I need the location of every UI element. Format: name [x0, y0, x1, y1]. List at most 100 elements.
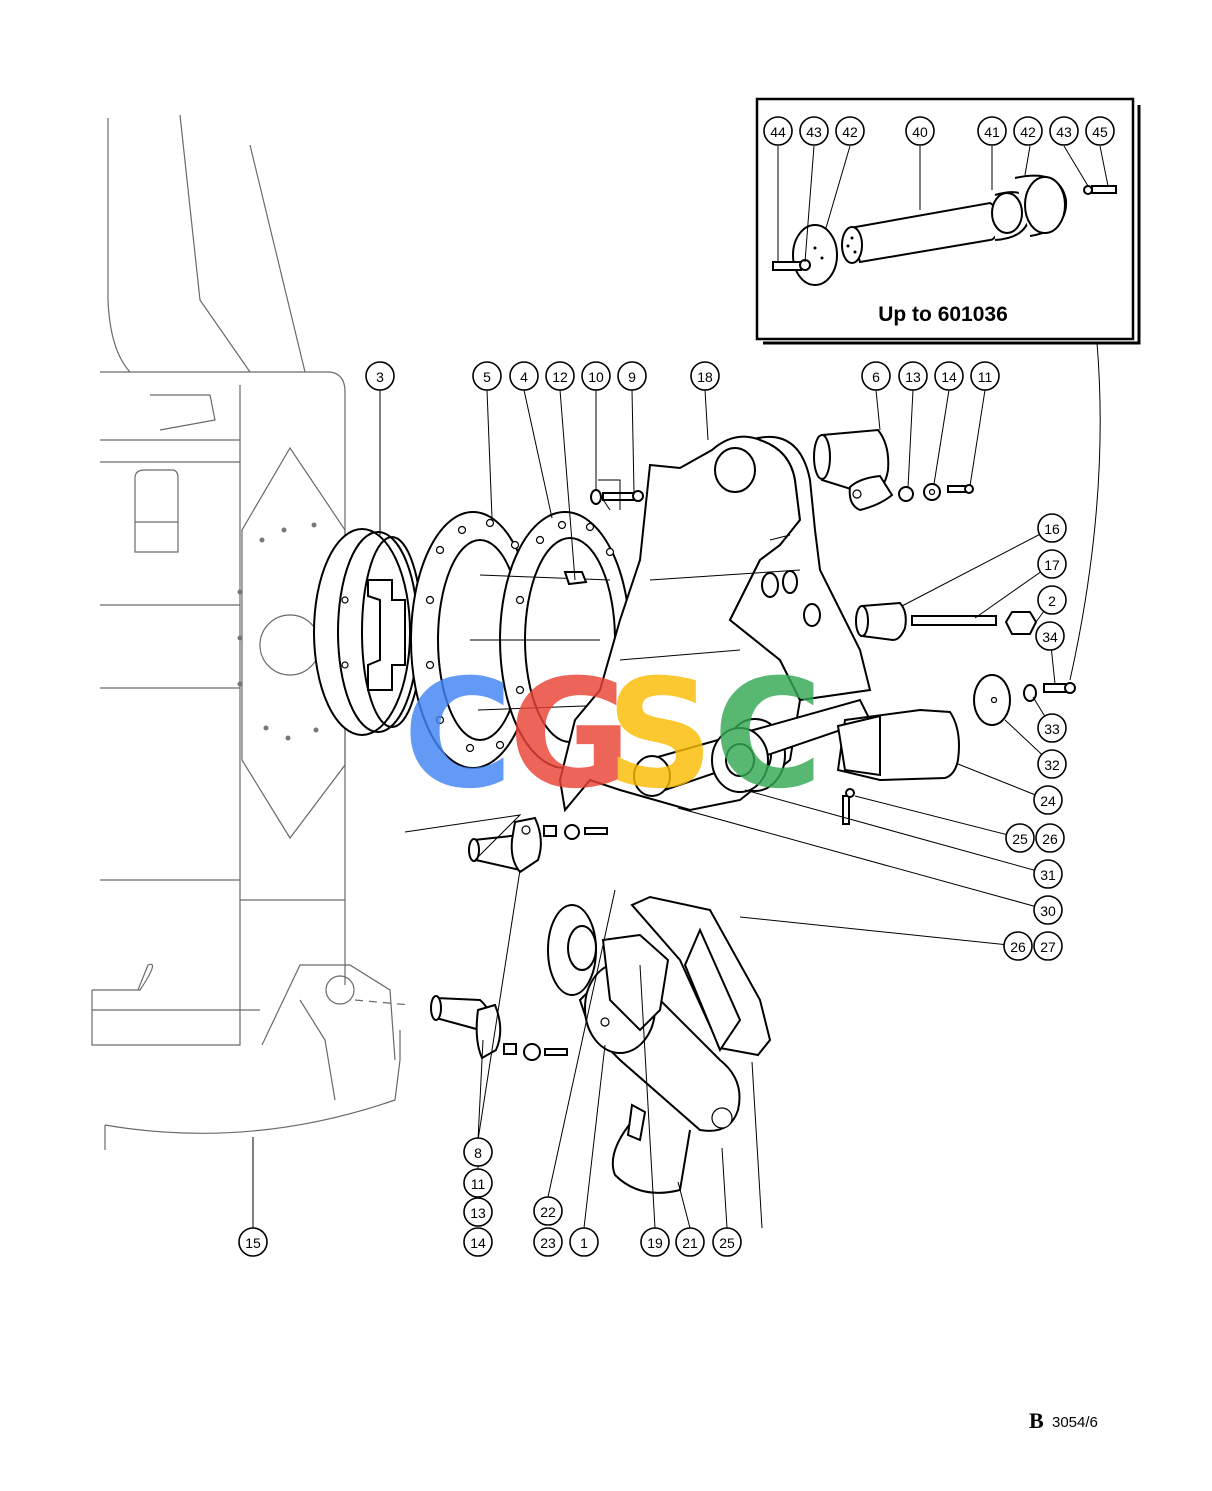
reference-mark: B 3054/6 [1029, 1408, 1098, 1433]
part-callout-31-20: 31 [1033, 859, 1063, 889]
part-callout-number: 18 [697, 369, 713, 385]
pin-part-25 [842, 788, 855, 825]
part-callout-number: 4 [520, 369, 528, 385]
cap-part-32 [973, 674, 1011, 726]
inset-callout-circle [799, 116, 829, 146]
part-callout-number: 10 [588, 369, 604, 385]
part-callout-30-21: 30 [1033, 895, 1063, 925]
watermark-letter-s: S [606, 648, 714, 822]
part-callout-circle [1033, 785, 1063, 815]
part-callout-4-2: 4 [509, 361, 539, 391]
part-callout-circle [1037, 549, 1067, 579]
part-callout-number: 23 [540, 1235, 556, 1251]
part-callout-number: 21 [682, 1235, 698, 1251]
part-callout-circle [1035, 621, 1065, 651]
part-callout-number: 1 [580, 1235, 588, 1251]
inset-callout-number: 42 [1020, 124, 1036, 140]
bolt-part-34 [1043, 682, 1076, 694]
nut-part-2 [1004, 611, 1038, 635]
part-callout-circle [1037, 513, 1067, 543]
part-callout-14-28: 14 [463, 1227, 493, 1257]
stud-part-17 [911, 615, 997, 626]
part-callout-14-9: 14 [934, 361, 964, 391]
bolt-part-11 [947, 484, 974, 494]
inset-callout-45-7: 45 [1085, 116, 1115, 146]
inset-callout-circle [905, 116, 935, 146]
bolt-part-9 [602, 490, 644, 502]
inset-callout-circle [977, 116, 1007, 146]
part-callout-number: 25 [1012, 831, 1028, 847]
part-callout-number: 13 [905, 369, 921, 385]
part-callout-number: 2 [1048, 593, 1056, 609]
bracket-part-19 [601, 933, 670, 1032]
part-callout-number: 30 [1040, 903, 1056, 919]
part-callout-23-30: 23 [533, 1227, 563, 1257]
part-callout-12-3: 12 [545, 361, 575, 391]
part-callout-number: 11 [471, 1176, 486, 1192]
part-callout-circle [1035, 823, 1065, 853]
part-callout-circle [533, 1196, 563, 1226]
part-callout-circle [533, 1227, 563, 1257]
part-callout-circle [1033, 895, 1063, 925]
part-callout-6-7: 6 [861, 361, 891, 391]
nut-part-13 [898, 486, 914, 502]
clamp-part-21 [611, 1103, 691, 1194]
part-callout-9-5: 9 [617, 361, 647, 391]
part-callout-18-6: 18 [690, 361, 720, 391]
part-callout-circle [690, 361, 720, 391]
part-callout-circle [581, 361, 611, 391]
watermark-letter-g: G [508, 648, 631, 822]
part-callout-number: 16 [1044, 521, 1060, 537]
part-callout-10-4: 10 [581, 361, 611, 391]
watermark-letter-c: C [403, 648, 513, 822]
part-callout-number: 25 [719, 1235, 735, 1251]
part-callout-circle [640, 1227, 670, 1257]
inset-callout-41-4: 41 [977, 116, 1007, 146]
part-callout-circle [1037, 749, 1067, 779]
part-callout-number: 33 [1044, 721, 1060, 737]
inset-callout-circle [835, 116, 865, 146]
part-callout-number: 9 [628, 369, 636, 385]
part-callout-number: 6 [872, 369, 880, 385]
part-callout-32-16: 32 [1037, 749, 1067, 779]
part-callout-number: 26 [1042, 831, 1058, 847]
inset-callout-42-2: 42 [835, 116, 865, 146]
inset-callout-number: 40 [912, 124, 928, 140]
part-callout-1-31: 1 [569, 1227, 599, 1257]
part-callout-5-1: 5 [472, 361, 502, 391]
part-callout-circle [1033, 859, 1063, 889]
inset-callout-43-6: 43 [1049, 116, 1079, 146]
bracket-part-24 [836, 708, 960, 782]
part-callout-circle [463, 1227, 493, 1257]
part-callout-24-17: 24 [1033, 785, 1063, 815]
watermark-letter-c-2: C [713, 648, 823, 822]
part-callout-15-24: 15 [238, 1227, 268, 1257]
part-callout-number: 5 [483, 369, 491, 385]
part-callout-number: 11 [978, 369, 993, 385]
part-callout-8-25: 8 [463, 1137, 493, 1167]
part-callout-27-23: 27 [1033, 931, 1063, 961]
bracket-part-20 [630, 895, 772, 1057]
part-callout-22-29: 22 [533, 1196, 563, 1226]
part-callout-circle [617, 361, 647, 391]
part-callout-circle [365, 361, 395, 391]
part-callout-number: 22 [540, 1204, 556, 1220]
part-callout-25-18: 25 [1005, 823, 1035, 853]
part-callout-number: 26 [1010, 939, 1026, 955]
washer-part-14 [923, 483, 941, 501]
part-callout-2-13: 2 [1037, 585, 1067, 615]
part-callout-circle [1037, 713, 1067, 743]
pin-part-6 [813, 428, 894, 512]
inset-callout-circle [1013, 116, 1043, 146]
part-callout-number: 31 [1040, 867, 1056, 883]
part-callout-number: 15 [245, 1235, 261, 1251]
part-callout-number: 8 [474, 1145, 482, 1161]
watermark: C G S C [403, 648, 823, 822]
part-callout-34-14: 34 [1035, 621, 1065, 651]
part-callout-26-19: 26 [1035, 823, 1065, 853]
inset-bolt-45 [1083, 185, 1117, 195]
part-callout-number: 17 [1044, 557, 1060, 573]
part-callout-number: 34 [1042, 629, 1058, 645]
inset-callout-number: 42 [842, 124, 858, 140]
